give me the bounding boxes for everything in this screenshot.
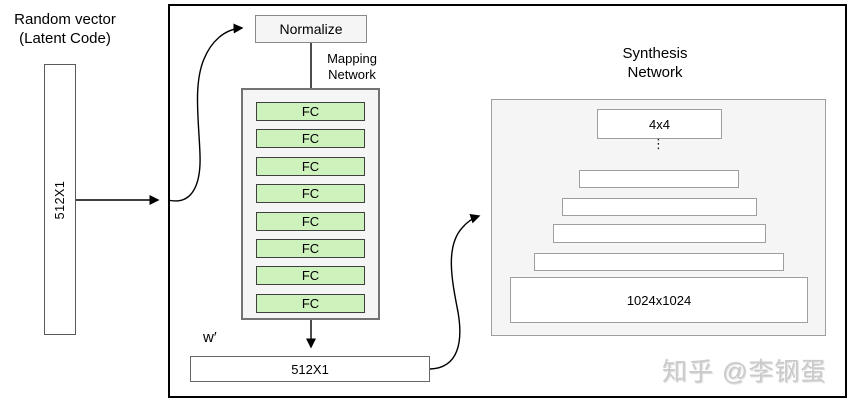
synthesis-block-1 xyxy=(579,170,739,188)
fc-layer-1: FC xyxy=(256,102,365,121)
synthesis-1024-label: 1024x1024 xyxy=(626,292,692,308)
fc-layer-5: FC xyxy=(256,211,365,231)
mapping-title-line1: Mapping xyxy=(327,51,377,66)
synthesis-block-4x4: 4x4 xyxy=(597,109,722,139)
latent-title-line1: Random vector xyxy=(14,11,116,28)
synthesis-title-line1: Synthesis xyxy=(622,45,688,62)
synthesis-block-3 xyxy=(553,224,766,243)
latent-vector-box: 512X1 xyxy=(44,64,76,335)
synthesis-block-1024x1024: 1024x1024 xyxy=(510,277,808,323)
w-vector-box: 512X1 xyxy=(190,356,430,382)
fc-layer-3: FC xyxy=(256,156,365,176)
w-label: w′ xyxy=(203,329,217,346)
synthesis-network-panel: 4x4 ⋮ 1024x1024 xyxy=(491,99,826,336)
synthesis-4x4-label: 4x4 xyxy=(649,116,670,132)
synthesis-network-title: Synthesis Network xyxy=(590,44,720,82)
synthesis-title-line2: Network xyxy=(627,64,683,81)
vertical-ellipsis: ⋮ xyxy=(652,136,665,151)
latent-vector-label: 512X1 xyxy=(53,180,67,219)
fc-layer-8: FC xyxy=(256,293,365,313)
synthesis-block-2 xyxy=(562,198,757,216)
latent-code-title: Random vector (Latent Code) xyxy=(6,10,124,48)
fc-layer-4: FC xyxy=(256,184,365,204)
mapping-network-title: Mapping Network xyxy=(318,51,386,82)
fc-layer-2: FC xyxy=(256,129,365,149)
fc-layer-6: FC xyxy=(256,238,365,258)
mapping-title-line2: Network xyxy=(328,66,376,82)
fc-stack: FC FC FC FC FC FC FC FC xyxy=(241,88,380,320)
synthesis-block-4 xyxy=(534,253,784,271)
normalize-label: Normalize xyxy=(279,21,343,37)
w-vector-label: 512X1 xyxy=(291,361,329,377)
latent-title-line2: (Latent Code) xyxy=(19,30,111,47)
zhihu-watermark: 知乎 @李钢蛋 xyxy=(662,358,827,386)
fc-layer-7: FC xyxy=(256,266,365,286)
normalize-box: Normalize xyxy=(255,15,367,43)
